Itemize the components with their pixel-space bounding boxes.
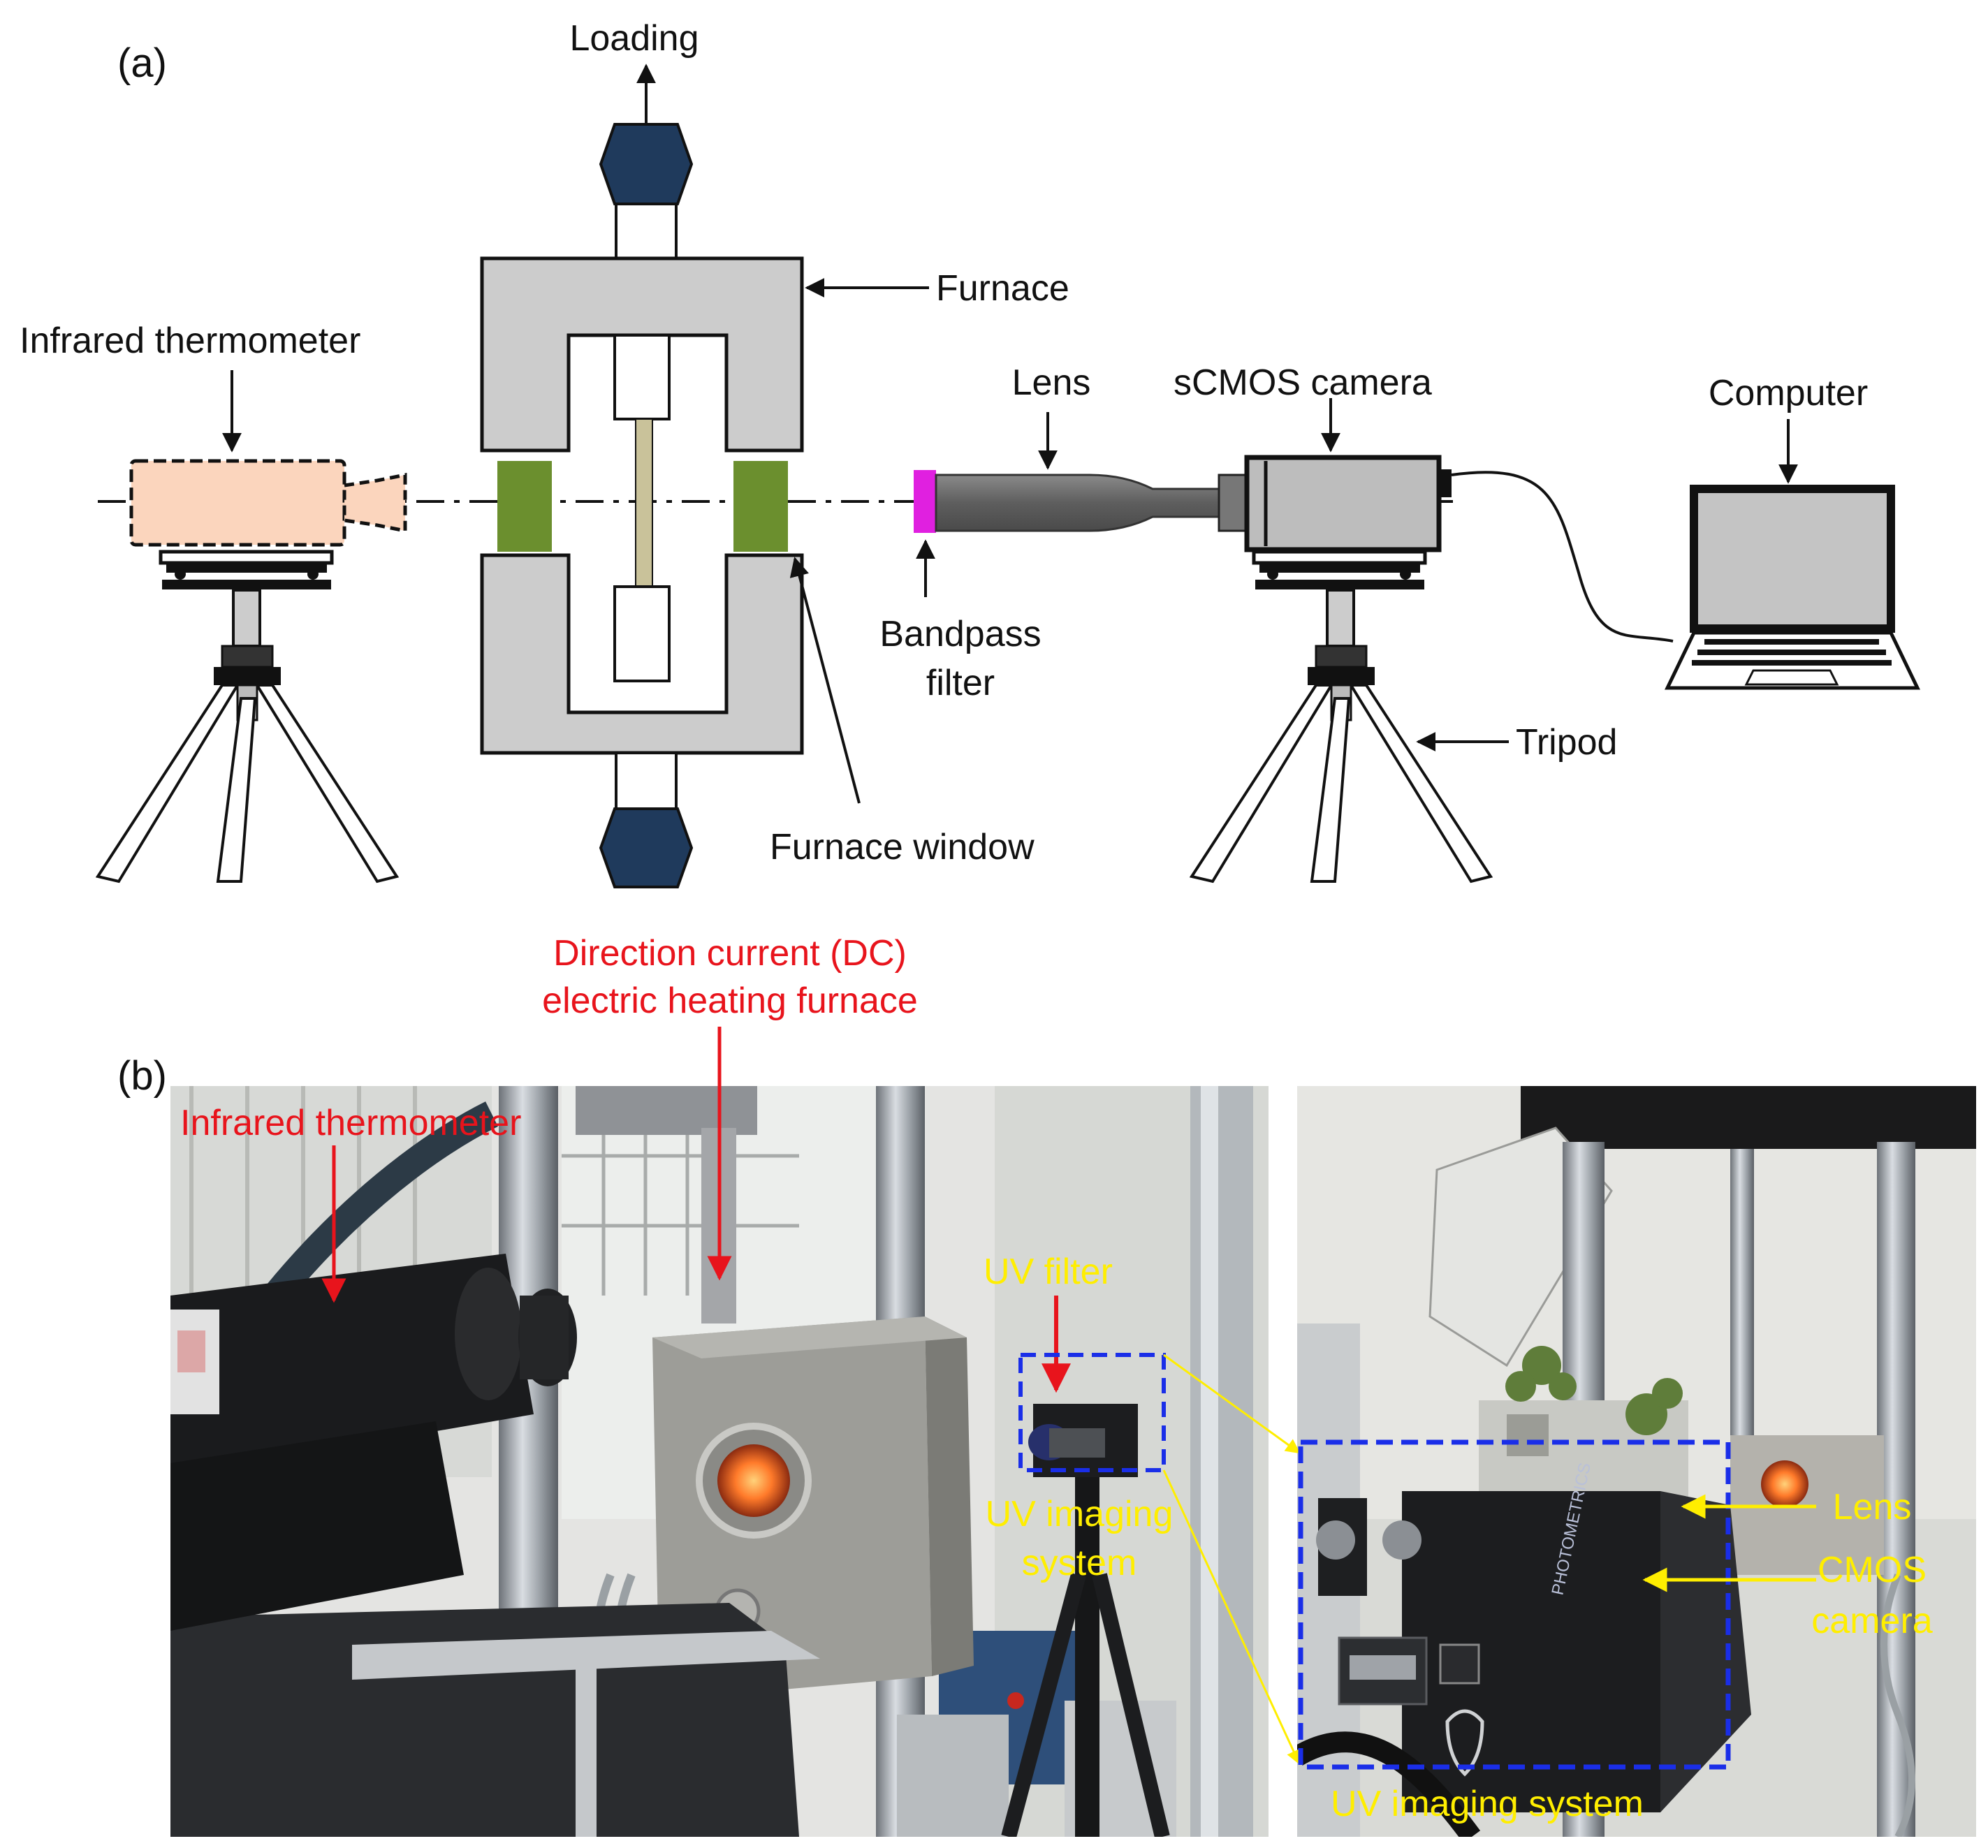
right-tripod (1189, 550, 1493, 883)
right-photo: PHOTOMETRICS (1297, 1086, 1976, 1837)
furnace-window-label: Furnace window (770, 827, 1035, 867)
bandpass-filter-label-line1: Bandpass (879, 614, 1041, 654)
uv-imaging-label-line2: system (1022, 1543, 1137, 1583)
bottom-clamp-icon (599, 807, 694, 888)
panel-b-label: (b) (117, 1053, 167, 1099)
left-furnace-window (497, 461, 552, 552)
computer-icon (1665, 485, 1920, 690)
bandpass-filter-label-line2: filter (926, 663, 995, 703)
camera-cable (1451, 471, 1674, 643)
scmos-camera-label: sCMOS camera (1174, 362, 1432, 403)
lens-label: Lens (1012, 362, 1091, 403)
bottom-pull-rod (615, 751, 678, 810)
panel-b-photos: (b) Direction current (DC) electric heat… (117, 933, 1976, 1837)
uv-system-box-small (1018, 1353, 1166, 1472)
photo-cmos-label-line2: camera (1811, 1601, 1932, 1641)
infrared-thermometer-label: Infrared thermometer (20, 321, 360, 361)
uv-imaging-label-line1: UV imaging (986, 1494, 1174, 1534)
photo-infrared-thermometer-label: Infrared thermometer (180, 1103, 521, 1143)
left-photo (170, 1086, 1269, 1837)
specimen (635, 418, 653, 587)
right-furnace-window (733, 461, 788, 552)
uv-filter-label: UV filter (984, 1252, 1113, 1292)
loading-label: Loading (569, 18, 699, 59)
lens-icon (935, 474, 1220, 532)
photo-lens-label: Lens (1833, 1487, 1912, 1527)
panel-a-label: (a) (117, 41, 167, 86)
panel-a-diagram: (a) Loading Furnace Infrared thermometer (20, 18, 1920, 888)
zoom-line-top (1163, 1354, 1301, 1454)
dc-furnace-label-line2: electric heating furnace (542, 981, 918, 1021)
computer-label: Computer (1709, 373, 1868, 413)
tripod-label: Tripod (1516, 722, 1617, 763)
infrared-thermometer-icon (129, 459, 407, 547)
bandpass-filter-icon (914, 470, 936, 533)
furnace-label: Furnace (936, 268, 1069, 309)
lower-grip (613, 585, 671, 682)
dc-furnace-label-line1: Direction current (DC) (553, 933, 907, 974)
upper-grip (613, 334, 671, 420)
furnace-window-arrow (789, 557, 861, 804)
top-pull-rod (615, 203, 678, 260)
scmos-camera-icon (1218, 455, 1452, 552)
furnace (480, 256, 804, 755)
photo-uv-imaging-system-label: UV imaging system (1331, 1784, 1644, 1824)
uv-system-box-large (1298, 1439, 1731, 1770)
zoom-line-bottom (1162, 1469, 1301, 1765)
photo-cmos-label-line1: CMOS (1818, 1550, 1927, 1590)
left-tripod (95, 550, 400, 883)
top-clamp-icon (599, 123, 694, 205)
